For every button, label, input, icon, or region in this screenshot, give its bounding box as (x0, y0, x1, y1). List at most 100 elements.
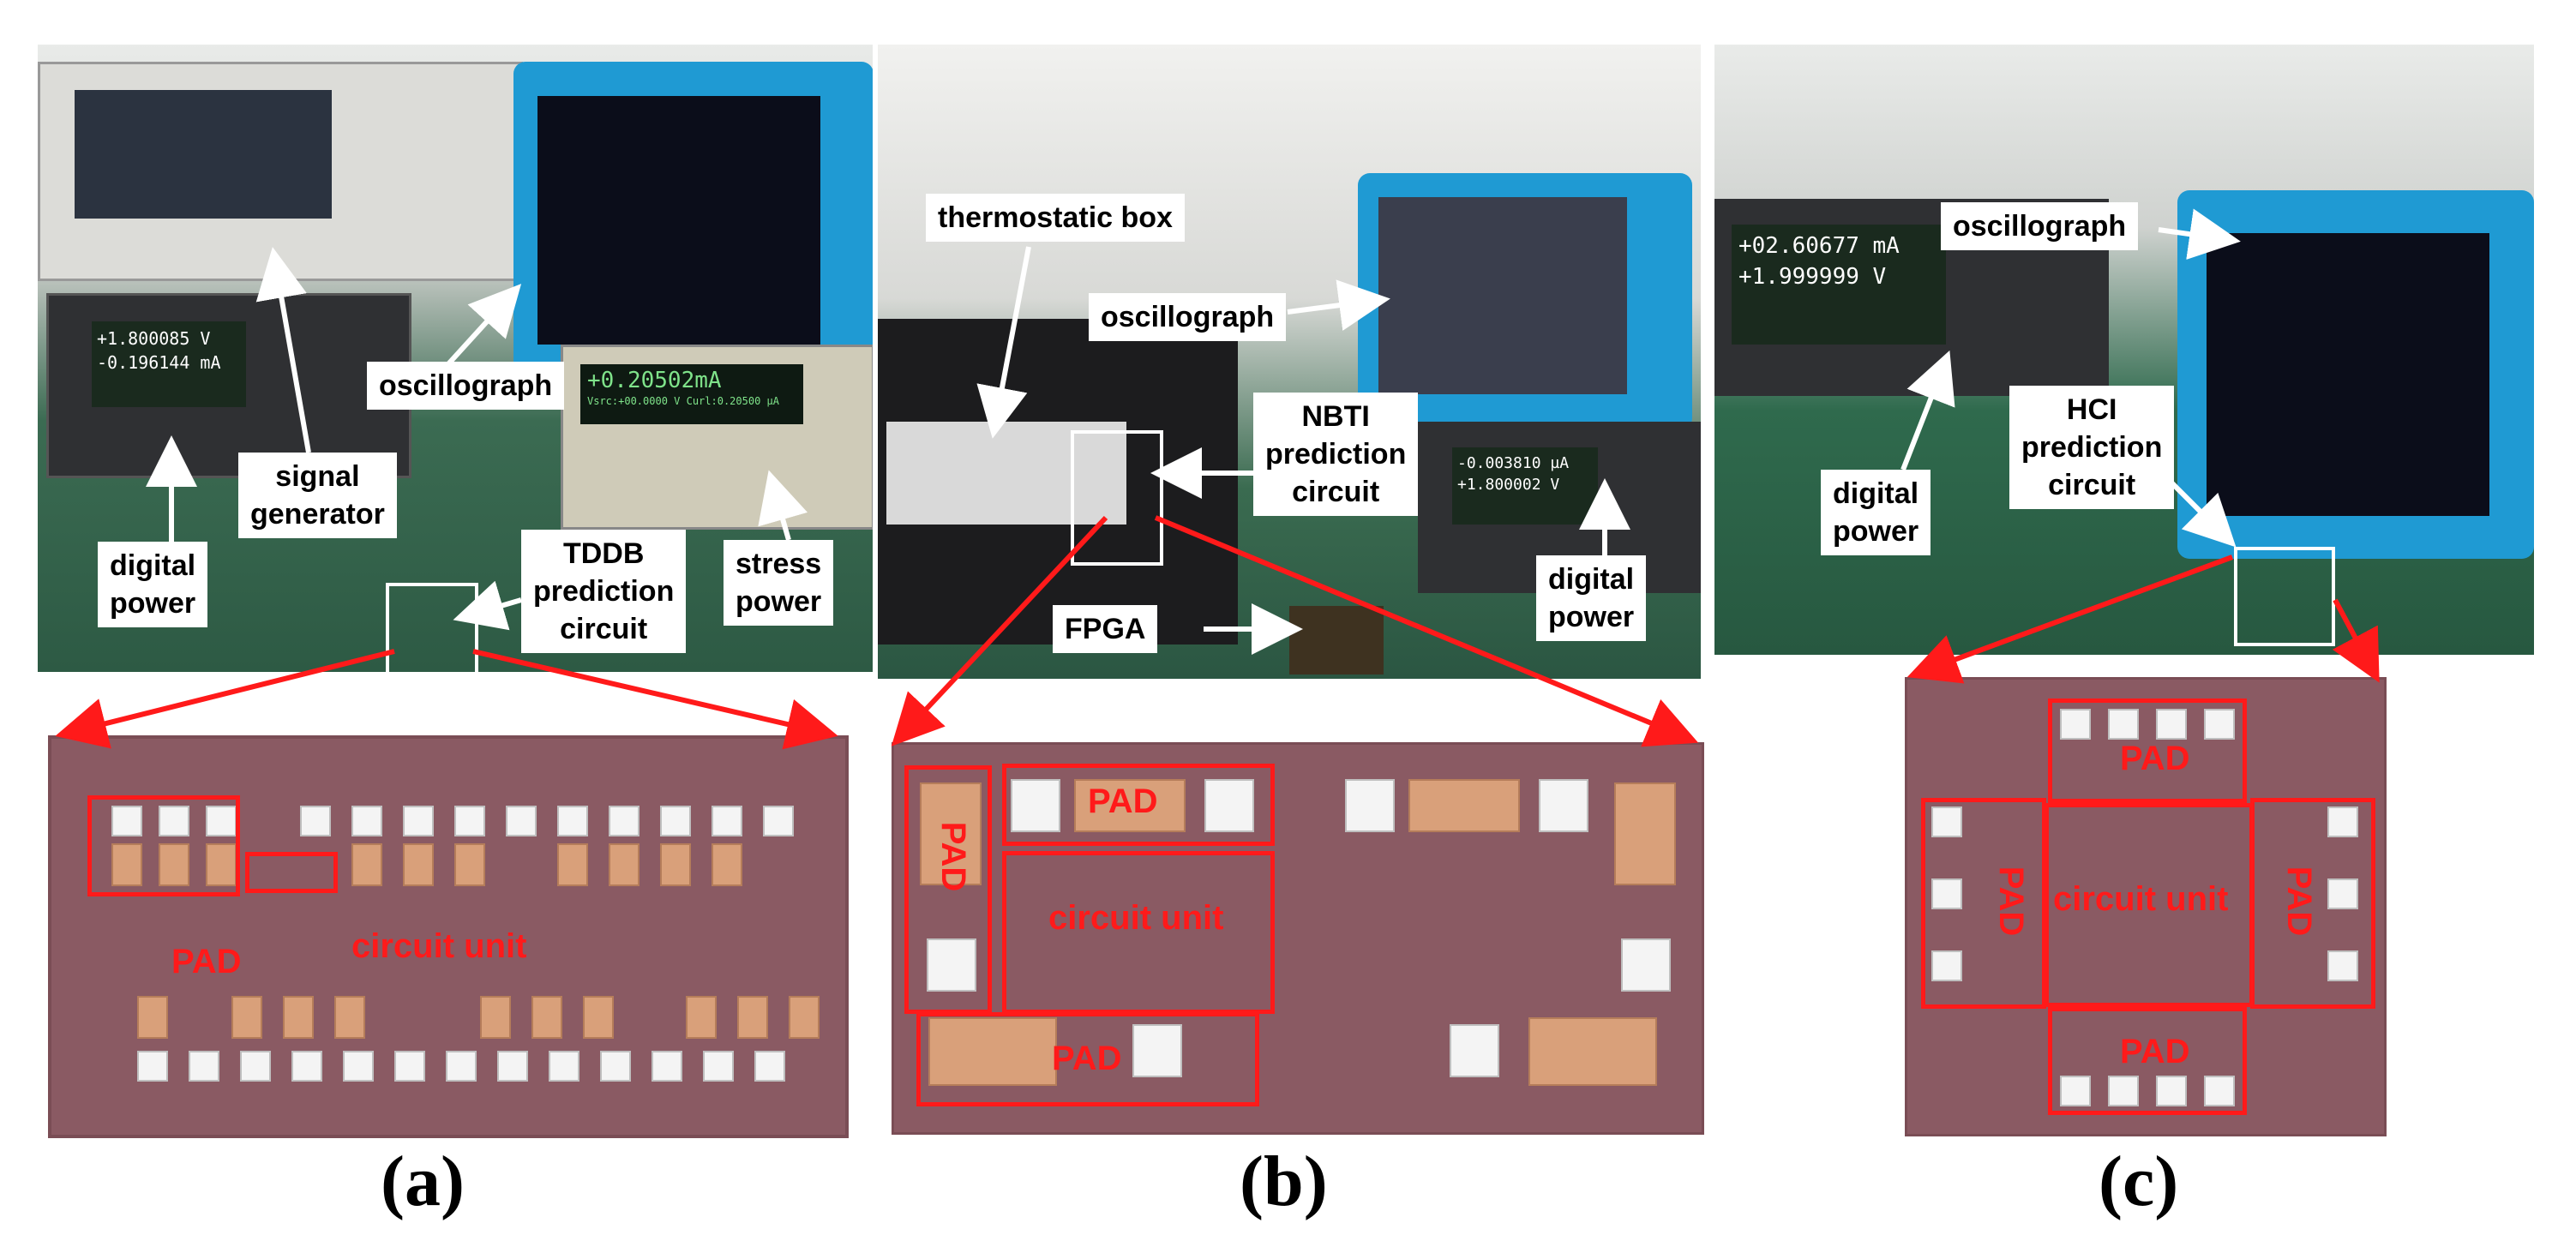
pad-copper (928, 1017, 1057, 1086)
die-micrograph-panel-c: PAD PAD circuit unit PAD PAD (1905, 677, 2387, 1136)
circuit-unit-highlight-box (1002, 851, 1275, 1014)
digital-power-device: +1.800085 V -0.196144 mA (46, 293, 411, 478)
zoom-line-right (472, 649, 838, 750)
readout-current: -0.003810 µA (1457, 454, 1570, 472)
pad (394, 1051, 425, 1082)
pad (2156, 709, 2187, 740)
pad (351, 806, 382, 836)
pad (549, 1051, 579, 1082)
stress-power-settings-readout: Vsrc:+00.0000 V Curl:0.20500 µA (587, 395, 779, 407)
pad (2327, 806, 2358, 837)
circuit-unit-label: circuit unit (351, 927, 527, 965)
pad-highlight-box (1002, 764, 1275, 846)
pad-copper (583, 996, 614, 1039)
pad (1132, 1024, 1182, 1077)
stress-power-current-readout: +0.20502mA (587, 368, 722, 393)
pad-copper (137, 996, 168, 1039)
pad-highlight-box (904, 765, 992, 1014)
arrow-digital-power (1900, 350, 1955, 471)
pad-highlight-box (2048, 1007, 2247, 1115)
pad-copper (111, 843, 142, 886)
pad (403, 806, 434, 836)
digital-power-screen: +1.800085 V -0.196144 mA (92, 321, 246, 407)
thermostatic-box-window (886, 422, 1126, 525)
pad (206, 806, 237, 836)
pad (927, 938, 976, 992)
pad-copper (351, 843, 382, 886)
pad-copper (159, 843, 189, 886)
pad (1931, 878, 1962, 909)
arrow-stress-power (758, 470, 808, 541)
photo-panel-a: +1.800085 V -0.196144 mA +0.20502mA Vsrc… (38, 45, 873, 672)
pad (2108, 709, 2139, 740)
zoom-line-right (1154, 515, 1699, 747)
pad (1450, 1024, 1499, 1077)
pad-highlight-box (2250, 798, 2375, 1009)
circuit-unit-highlight-box (245, 852, 338, 893)
pad (2156, 1076, 2187, 1106)
pad (300, 806, 331, 836)
pad (446, 1051, 477, 1082)
pad-copper (531, 996, 562, 1039)
pad (557, 806, 588, 836)
pad-copper (712, 843, 742, 886)
pad (291, 1051, 322, 1082)
stress-power-device: +0.20502mA Vsrc:+00.0000 V Curl:0.20500 … (561, 345, 873, 530)
callout-digital-power: digital power (98, 542, 208, 627)
arrow-tddb-circuit (453, 580, 522, 631)
signal-generator-screen (75, 90, 332, 219)
callout-digital-power: digital power (1821, 470, 1931, 555)
pad (497, 1051, 528, 1082)
pad (600, 1051, 631, 1082)
digital-power-screen: -0.003810 µA +1.800002 V (1452, 447, 1598, 525)
pad (2204, 709, 2235, 740)
pad-copper (1528, 1017, 1657, 1086)
pad (159, 806, 189, 836)
pad-copper (1614, 782, 1676, 885)
oscilloscope-screen (1378, 197, 1627, 394)
arrow-oscillograph (1287, 279, 1390, 331)
pad-copper (609, 843, 639, 886)
panel-label-c: (c) (2099, 1142, 2179, 1221)
pad (1345, 779, 1395, 832)
pad-label: PAD (171, 943, 242, 980)
pad-copper (231, 996, 262, 1039)
pad (2060, 709, 2091, 740)
pad (506, 806, 537, 836)
stress-power-screen: +0.20502mA Vsrc:+00.0000 V Curl:0.20500 … (580, 364, 803, 424)
pad-highlight-box (916, 1012, 1259, 1106)
pad (1011, 779, 1060, 832)
pad-copper (403, 843, 434, 886)
pad-copper (920, 782, 982, 885)
pad (712, 806, 742, 836)
die-micrograph-panel-a: PAD circuit unit (48, 735, 849, 1138)
callout-oscillograph: oscillograph (1089, 293, 1287, 341)
callout-digital-power: digital power (1536, 555, 1647, 641)
pad (1621, 938, 1671, 992)
callout-hci-prediction-circuit: HCI prediction circuit (2009, 386, 2175, 509)
pad (652, 1051, 682, 1082)
die-micrograph-panel-b: PAD PAD circuit unit PAD (892, 742, 1704, 1135)
callout-nbti-prediction-circuit: NBTI prediction circuit (1253, 393, 1419, 516)
zoom-line-left (891, 515, 1108, 746)
pad (2060, 1076, 2091, 1106)
pad-copper (1074, 779, 1186, 832)
pad (137, 1051, 168, 1082)
pad (660, 806, 691, 836)
pad (2327, 950, 2358, 981)
zoom-line-right (2332, 598, 2380, 683)
oscilloscope-device (1358, 173, 1692, 430)
pad-label: PAD (1052, 1040, 1122, 1077)
callout-fpga: FPGA (1053, 605, 1158, 653)
pad (240, 1051, 271, 1082)
panel-label-b: (b) (1240, 1142, 1328, 1221)
pad (2108, 1076, 2139, 1106)
pad-highlight-box (2048, 698, 2247, 803)
readout-current: -0.196144 mA (97, 352, 221, 373)
callout-signal-generator: signal generator (238, 453, 397, 538)
pad (2327, 878, 2358, 909)
pad (1931, 950, 1962, 981)
pad (703, 1051, 734, 1082)
circuit-board-highlight (2234, 547, 2335, 646)
digital-power-screen: +02.60677 mA +1.999999 V (1732, 225, 1946, 345)
